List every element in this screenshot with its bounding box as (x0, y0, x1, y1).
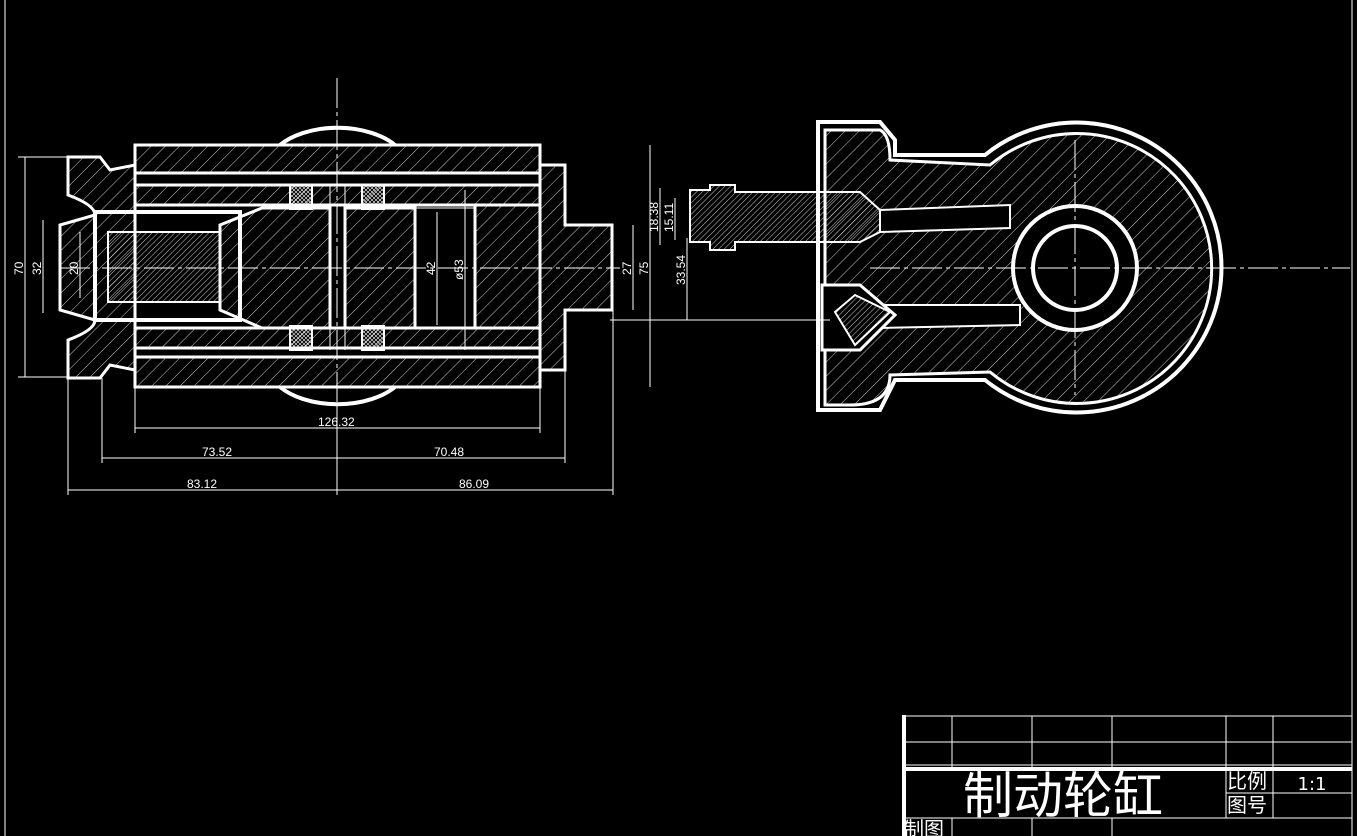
drawing-no-label: 图号 (1227, 793, 1267, 817)
dim-73-52: 73.52 (202, 445, 232, 459)
section-view-left (58, 78, 620, 410)
threaded-insert (107, 231, 221, 303)
scale-label: 比例 (1227, 769, 1267, 793)
seal-ring (289, 184, 313, 210)
dim-33-54: 33.54 (674, 255, 688, 285)
dim-75: 75 (637, 261, 651, 275)
dim-70-48: 70.48 (434, 445, 464, 459)
dimensions: 70 32 20 42 ø53 27 75 18.38 15.11 33.54 … (12, 145, 830, 495)
dim-20: 20 (67, 261, 81, 275)
dim-18-38: 18.38 (647, 202, 661, 232)
scale-value: 1:1 (1298, 774, 1327, 795)
drawing-frame (4, 0, 1353, 836)
dome-bottom (278, 385, 397, 407)
dim-83-12: 83.12 (187, 477, 217, 491)
end-view-right (689, 120, 1350, 415)
dim-53: ø53 (452, 259, 466, 280)
drawn-by-label: 制图 (904, 817, 944, 836)
seal-ring (361, 184, 385, 210)
drawing-title: 制动轮缸 (963, 767, 1163, 825)
dim-32: 32 (30, 261, 44, 275)
bleeder-screw (689, 184, 881, 251)
seal-ring (289, 325, 313, 351)
seal-ring (361, 325, 385, 351)
dim-27: 27 (620, 261, 634, 275)
dim-15-11: 15.11 (662, 203, 676, 232)
dim-42: 42 (424, 261, 438, 275)
title-block: 制动轮缸 比例 1:1 图号 制图 (902, 715, 1353, 836)
dim-70: 70 (12, 261, 26, 275)
dim-86-09: 86.09 (459, 477, 489, 491)
